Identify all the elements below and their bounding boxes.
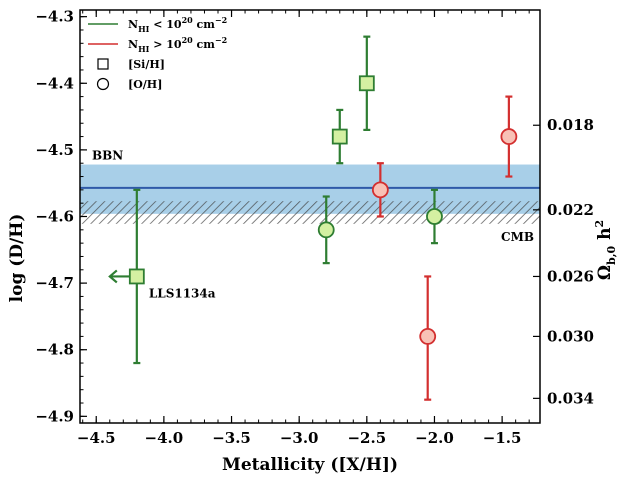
legend-label: [O/H] [128,78,162,91]
x-tick-label: −2.0 [415,429,454,447]
legend-label: NHI < 1020 cm−2 [128,15,227,34]
y2-tick-label: 0.030 [547,327,594,345]
y-tick-label: −4.6 [35,208,74,226]
legend-label: NHI > 1020 cm−2 [128,35,227,54]
y-tick-label: −4.7 [35,274,74,292]
o-point [317,221,335,239]
si-point [128,268,145,285]
y-tick-label: −4.8 [35,341,74,359]
legend-circle [96,77,110,91]
y2-tick-label: 0.034 [547,389,594,407]
y2-tick-label: 0.026 [547,267,594,285]
cmb-label: CMB [501,230,534,244]
legend-label: [Si/H] [128,58,165,71]
legend-square [97,58,109,70]
x-tick-label: −1.5 [483,429,522,447]
cmb-band [80,201,540,224]
o-point [500,128,518,145]
x-tick-label: −4.0 [145,429,184,447]
si-point [358,75,375,92]
x-tick-label: −2.5 [347,429,386,447]
y-tick-label: −4.3 [35,8,74,26]
y-tick-label: −4.5 [35,141,74,159]
x-tick-label: −3.5 [212,429,251,447]
upper-limit-arrowhead [108,269,118,284]
o-point [419,328,437,345]
x-tick-label: −4.5 [77,429,116,447]
y2-tick-label: 0.018 [547,116,594,134]
data-marks: LLS1134a [108,35,518,401]
x-axis-label: Metallicity ([X/H]) [222,455,398,475]
x-tick-label: −3.0 [280,429,319,447]
y-tick-label: −4.4 [35,74,74,92]
y2-tick-label: 0.022 [547,201,594,219]
y-axis-label: log (D/H) [7,214,27,303]
y-tick-label: −4.9 [35,407,74,425]
bbn-label: BBN [92,149,123,163]
si-point [331,128,348,145]
axes: −4.5 −4.0 −3.5 −3.0 −2.5 −2.0 −1.5 −4.9 −4.8 −4.7… [35,8,594,447]
bands: BBN CMB [80,149,540,244]
y2-axis-label: Ωb,0 h2 [593,220,618,280]
o-point [371,181,389,199]
o-point [426,208,443,225]
point-annotation: LLS1134a [149,286,216,300]
